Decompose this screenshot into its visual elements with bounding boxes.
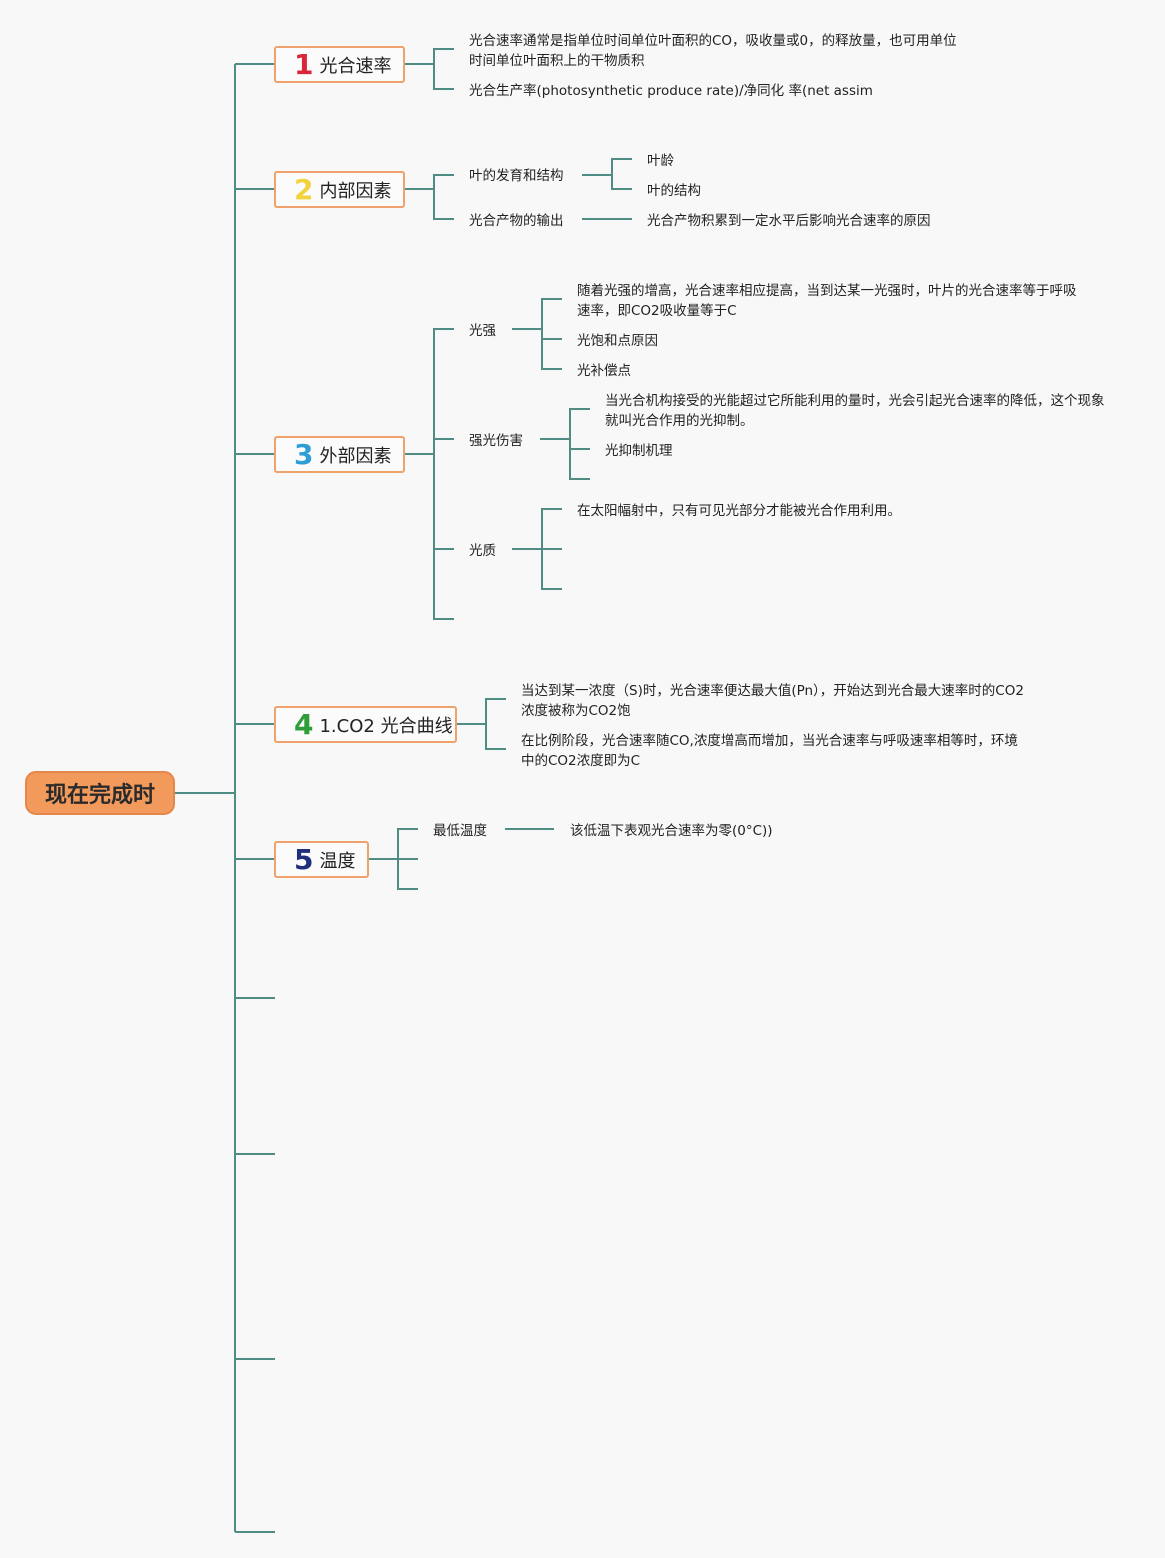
leaf-node[interactable]: 光合速率通常是指单位时间单位叶面积的CO，吸收量或0，的释放量，也可用单位时间单… — [469, 33, 957, 69]
branch-label: 1.CO2 光合曲线 — [319, 715, 453, 737]
branch-2[interactable]: 2 内部因素 — [274, 171, 405, 208]
branch-number: 2 — [294, 172, 314, 206]
leaf-node[interactable]: 在太阳幅射中，只有可见光部分才能被光合作用利用。 — [577, 503, 901, 519]
branch-label: 外部因素 — [319, 445, 392, 467]
leaf-node[interactable]: 叶的结构 — [647, 183, 701, 199]
branch-label: 温度 — [319, 850, 356, 872]
leaf-node[interactable]: 光饱和点原因 — [577, 333, 658, 349]
leaf-node[interactable]: 光补偿点 — [577, 363, 631, 379]
leaf-node[interactable]: 该低温下表观光合速率为零(0°C)) — [570, 823, 773, 839]
branch-label: 光合速率 — [319, 55, 392, 77]
sub-topic[interactable]: 光质 — [469, 543, 496, 559]
branch-number: 5 — [294, 842, 314, 876]
branch-3[interactable]: 3 外部因素 — [274, 436, 405, 473]
root-topic[interactable]: 现在完成时 — [25, 771, 175, 815]
leaf-node[interactable]: 随着光强的增高，光合速率相应提高，当到达某一光强时，叶片的光合速率等于呼吸速率，… — [577, 283, 1077, 319]
branch-number: 4 — [294, 707, 314, 741]
leaf-node[interactable]: 叶龄 — [647, 153, 674, 169]
branch-4[interactable]: 4 1.CO2 光合曲线 — [274, 706, 457, 743]
sub-topic[interactable]: 光合产物的输出 — [469, 213, 564, 229]
branch-number: 1 — [294, 47, 314, 81]
leaf-node[interactable]: 当光合机构接受的光能超过它所能利用的量时，光会引起光合速率的降低，这个现象就叫光… — [605, 393, 1105, 429]
branch-5[interactable]: 5 温度 — [274, 841, 369, 878]
branch-label: 内部因素 — [319, 180, 392, 202]
leaf-node[interactable]: 光合产物积累到一定水平后影响光合速率的原因 — [647, 213, 931, 229]
leaf-node[interactable]: 光合生产率(photosynthetic produce rate)/净同化 率… — [469, 83, 873, 99]
sub-topic[interactable]: 光强 — [469, 323, 496, 339]
leaf-node[interactable]: 光抑制机理 — [605, 443, 673, 459]
leaf-node[interactable]: 当达到某一浓度（S)时，光合速率便达最大值(Pn），开始达到光合最大速率时的CO… — [521, 683, 1024, 719]
sub-topic[interactable]: 强光伤害 — [469, 433, 523, 449]
branch-1[interactable]: 1 光合速率 — [274, 46, 405, 83]
sub-topic[interactable]: 叶的发育和结构 — [469, 168, 564, 184]
sub-topic[interactable]: 最低温度 — [433, 823, 487, 839]
branch-number: 3 — [294, 437, 314, 471]
root-label: 现在完成时 — [44, 783, 155, 808]
leaf-node[interactable]: 在比例阶段，光合速率随CO,浓度增高而增加，当光合速率与呼吸速率相等时，环境中的… — [521, 733, 1018, 769]
